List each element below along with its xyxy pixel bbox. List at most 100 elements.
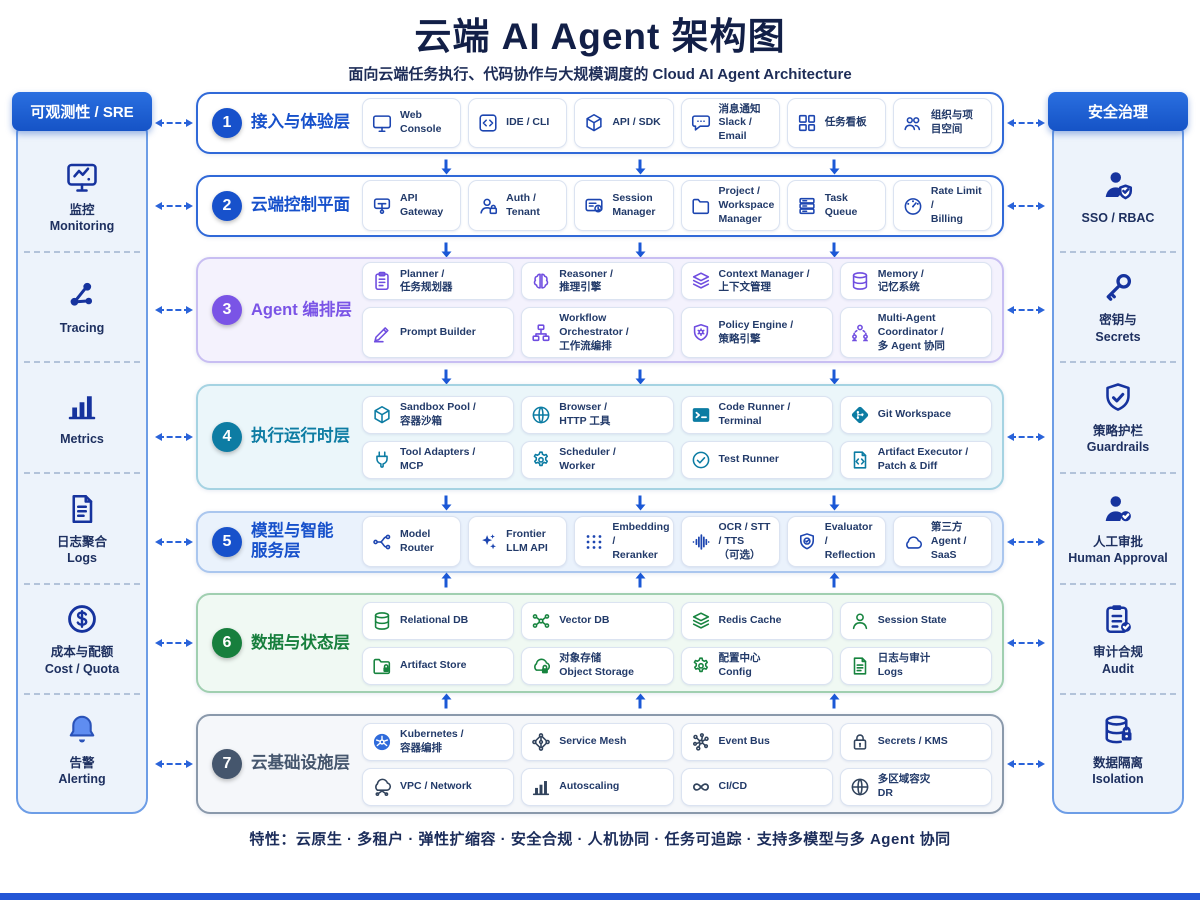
document-icon	[64, 491, 100, 527]
card-artifact-executor[interactable]: Artifact Executor / Patch & Diff	[839, 440, 992, 479]
card-ocr-stt-tts[interactable]: OCR / STT / TTS （可选）	[680, 516, 780, 568]
card-sandbox-pool[interactable]: Sandbox Pool / 容器沙箱	[362, 395, 515, 434]
card-vpc-network[interactable]: VPC / Network	[362, 767, 515, 806]
card-gear[interactable]: 配置中心 Config	[680, 646, 833, 685]
database-icon	[371, 610, 393, 632]
card-tool-adapters[interactable]: Tool Adapters / MCP	[362, 440, 515, 479]
card-planner[interactable]: Planner / 任务规划器	[362, 262, 515, 301]
sidebar-item-monitoring[interactable]: 监控 Monitoring	[24, 142, 140, 253]
card-browser[interactable]: Browser / HTTP 工具	[521, 395, 674, 434]
card-api-sdk[interactable]: API / SDK	[574, 97, 674, 149]
card-embedding[interactable]: Embedding / Reranker	[574, 516, 674, 568]
code-file-icon	[849, 449, 871, 471]
card-agent[interactable]: 第三方 Agent / SaaS	[892, 516, 993, 568]
sidebar-item-cost-quota[interactable]: 成本与配额 Cost / Quota	[24, 585, 140, 696]
dashed-connector-left-icon	[155, 201, 193, 210]
card-test-runner[interactable]: Test Runner	[680, 440, 833, 479]
sidebar-item-tracing[interactable]: Tracing	[24, 253, 140, 364]
people-icon	[902, 112, 924, 134]
card-label: Context Manager / 上下文管理	[718, 267, 810, 294]
card-label: Browser / HTTP 工具	[559, 400, 611, 427]
sidebar-item-logs[interactable]: 日志聚合 Logs	[24, 474, 140, 585]
layer-title: 接入与体验层	[251, 113, 350, 132]
sidebar-item-label: 数据隔离 Isolation	[1092, 755, 1144, 787]
sidebar-item-sso-rbac[interactable]: SSO / RBAC	[1060, 142, 1176, 253]
card-globe[interactable]: 多区域容灾 DR	[839, 767, 992, 806]
card-workflow-orchestrator[interactable]: Workflow Orchestrator / 工作流编排	[521, 307, 674, 359]
dashed-connector-right-icon	[1007, 537, 1045, 546]
clipboard-icon	[371, 270, 393, 292]
card-label: Redis Cache	[718, 614, 782, 627]
sidebar-item-alerting[interactable]: 告警 Alerting	[24, 695, 140, 804]
layer-title: 模型与智能 服务层	[251, 522, 334, 560]
card-artifact-store[interactable]: Artifact Store	[362, 646, 515, 685]
card-web-console[interactable]: Web Console	[362, 97, 462, 149]
sidebar-item-secrets[interactable]: 密钥与 Secrets	[1060, 253, 1176, 364]
card-rate-limit[interactable]: Rate Limit / Billing	[892, 180, 993, 232]
arrow-down-icon	[638, 242, 642, 252]
sidebar-item-label: SSO / RBAC	[1081, 210, 1155, 225]
sidebar-item-guardrails[interactable]: 策略护栏 Guardrails	[1060, 363, 1176, 475]
lock-icon	[849, 731, 871, 753]
card-session-state[interactable]: Session State	[839, 601, 992, 640]
sidebar-item-human-approval[interactable]: 人工审批 Human Approval	[1060, 474, 1176, 585]
card-chat[interactable]: 消息通知 Slack / Email	[680, 97, 780, 149]
card-grid[interactable]: 任务看板	[786, 97, 886, 149]
card-label: Multi-Agent Coordinator / 多 Agent 协同	[877, 312, 945, 352]
card-cloud-lock[interactable]: 对象存储 Object Storage	[521, 646, 674, 685]
sidebar-item-isolation[interactable]: 数据隔离 Isolation	[1060, 695, 1176, 804]
card-api-gateway[interactable]: API Gateway	[362, 180, 462, 232]
card-autoscaling[interactable]: Autoscaling	[521, 767, 674, 806]
card-doc-lines[interactable]: 日志与审计 Logs	[839, 646, 992, 685]
gauge-icon	[902, 195, 924, 217]
sidebar-item-metrics[interactable]: Metrics	[24, 363, 140, 475]
card-label: Model Router	[400, 528, 434, 554]
infinity-icon	[690, 776, 712, 798]
card-ci-cd[interactable]: CI/CD	[680, 767, 833, 806]
card-memory[interactable]: Memory / 记忆系统	[839, 262, 992, 301]
session-icon	[583, 195, 605, 217]
card-label: Prompt Builder	[400, 326, 476, 339]
card-label: 第三方 Agent / SaaS	[930, 521, 967, 561]
card-evaluator[interactable]: Evaluator / Reflection	[786, 516, 886, 568]
card-redis-cache[interactable]: Redis Cache	[680, 601, 833, 640]
card-context-manager[interactable]: Context Manager / 上下文管理	[680, 262, 833, 301]
card-git-workspace[interactable]: Git Workspace	[839, 395, 992, 434]
card-ide-cli[interactable]: IDE / CLI	[468, 97, 568, 149]
card-label: API / SDK	[612, 116, 661, 129]
card-scheduler[interactable]: Scheduler / Worker	[521, 440, 674, 479]
card-prompt-builder[interactable]: Prompt Builder	[362, 307, 515, 359]
card-task-queue[interactable]: Task Queue	[786, 180, 886, 232]
db-lock-icon	[1100, 712, 1136, 748]
card-session-manager[interactable]: Session Manager	[574, 180, 674, 232]
card-policy-engine[interactable]: Policy Engine / 策略引擎	[680, 307, 833, 359]
card-model-router[interactable]: Model Router	[362, 516, 462, 568]
user-lock-icon	[477, 195, 499, 217]
card-relational-db[interactable]: Relational DB	[362, 601, 515, 640]
card-people[interactable]: 组织与项目空间	[892, 97, 993, 149]
card-label: API Gateway	[400, 192, 444, 218]
card-label: Web Console	[400, 109, 442, 135]
chat-icon	[690, 112, 712, 134]
card-reasoner[interactable]: Reasoner / 推理引擎	[521, 262, 674, 301]
card-event-bus[interactable]: Event Bus	[680, 722, 833, 761]
shield-gear-icon	[690, 322, 712, 344]
terminal-icon	[690, 404, 712, 426]
cube-icon	[583, 112, 605, 134]
sidebar-item-audit[interactable]: 审计合规 Audit	[1060, 585, 1176, 696]
card-code-runner[interactable]: Code Runner / Terminal	[680, 395, 833, 434]
card-vector-db[interactable]: Vector DB	[521, 601, 674, 640]
card-secrets-kms[interactable]: Secrets / KMS	[839, 722, 992, 761]
card-multi-agent-coordinator[interactable]: Multi-Agent Coordinator / 多 Agent 协同	[839, 307, 992, 359]
card-auth-tenant[interactable]: Auth / Tenant	[468, 180, 568, 232]
layer-cards: Sandbox Pool / 容器沙箱 Browser / HTTP 工具 Code…	[362, 395, 992, 479]
card-kubernetes[interactable]: Kubernetes / 容器编排	[362, 722, 515, 761]
card-project[interactable]: Project / Workspace Manager	[680, 180, 780, 232]
card-frontier[interactable]: Frontier LLM API	[468, 516, 568, 568]
card-service-mesh[interactable]: Service Mesh	[521, 722, 674, 761]
